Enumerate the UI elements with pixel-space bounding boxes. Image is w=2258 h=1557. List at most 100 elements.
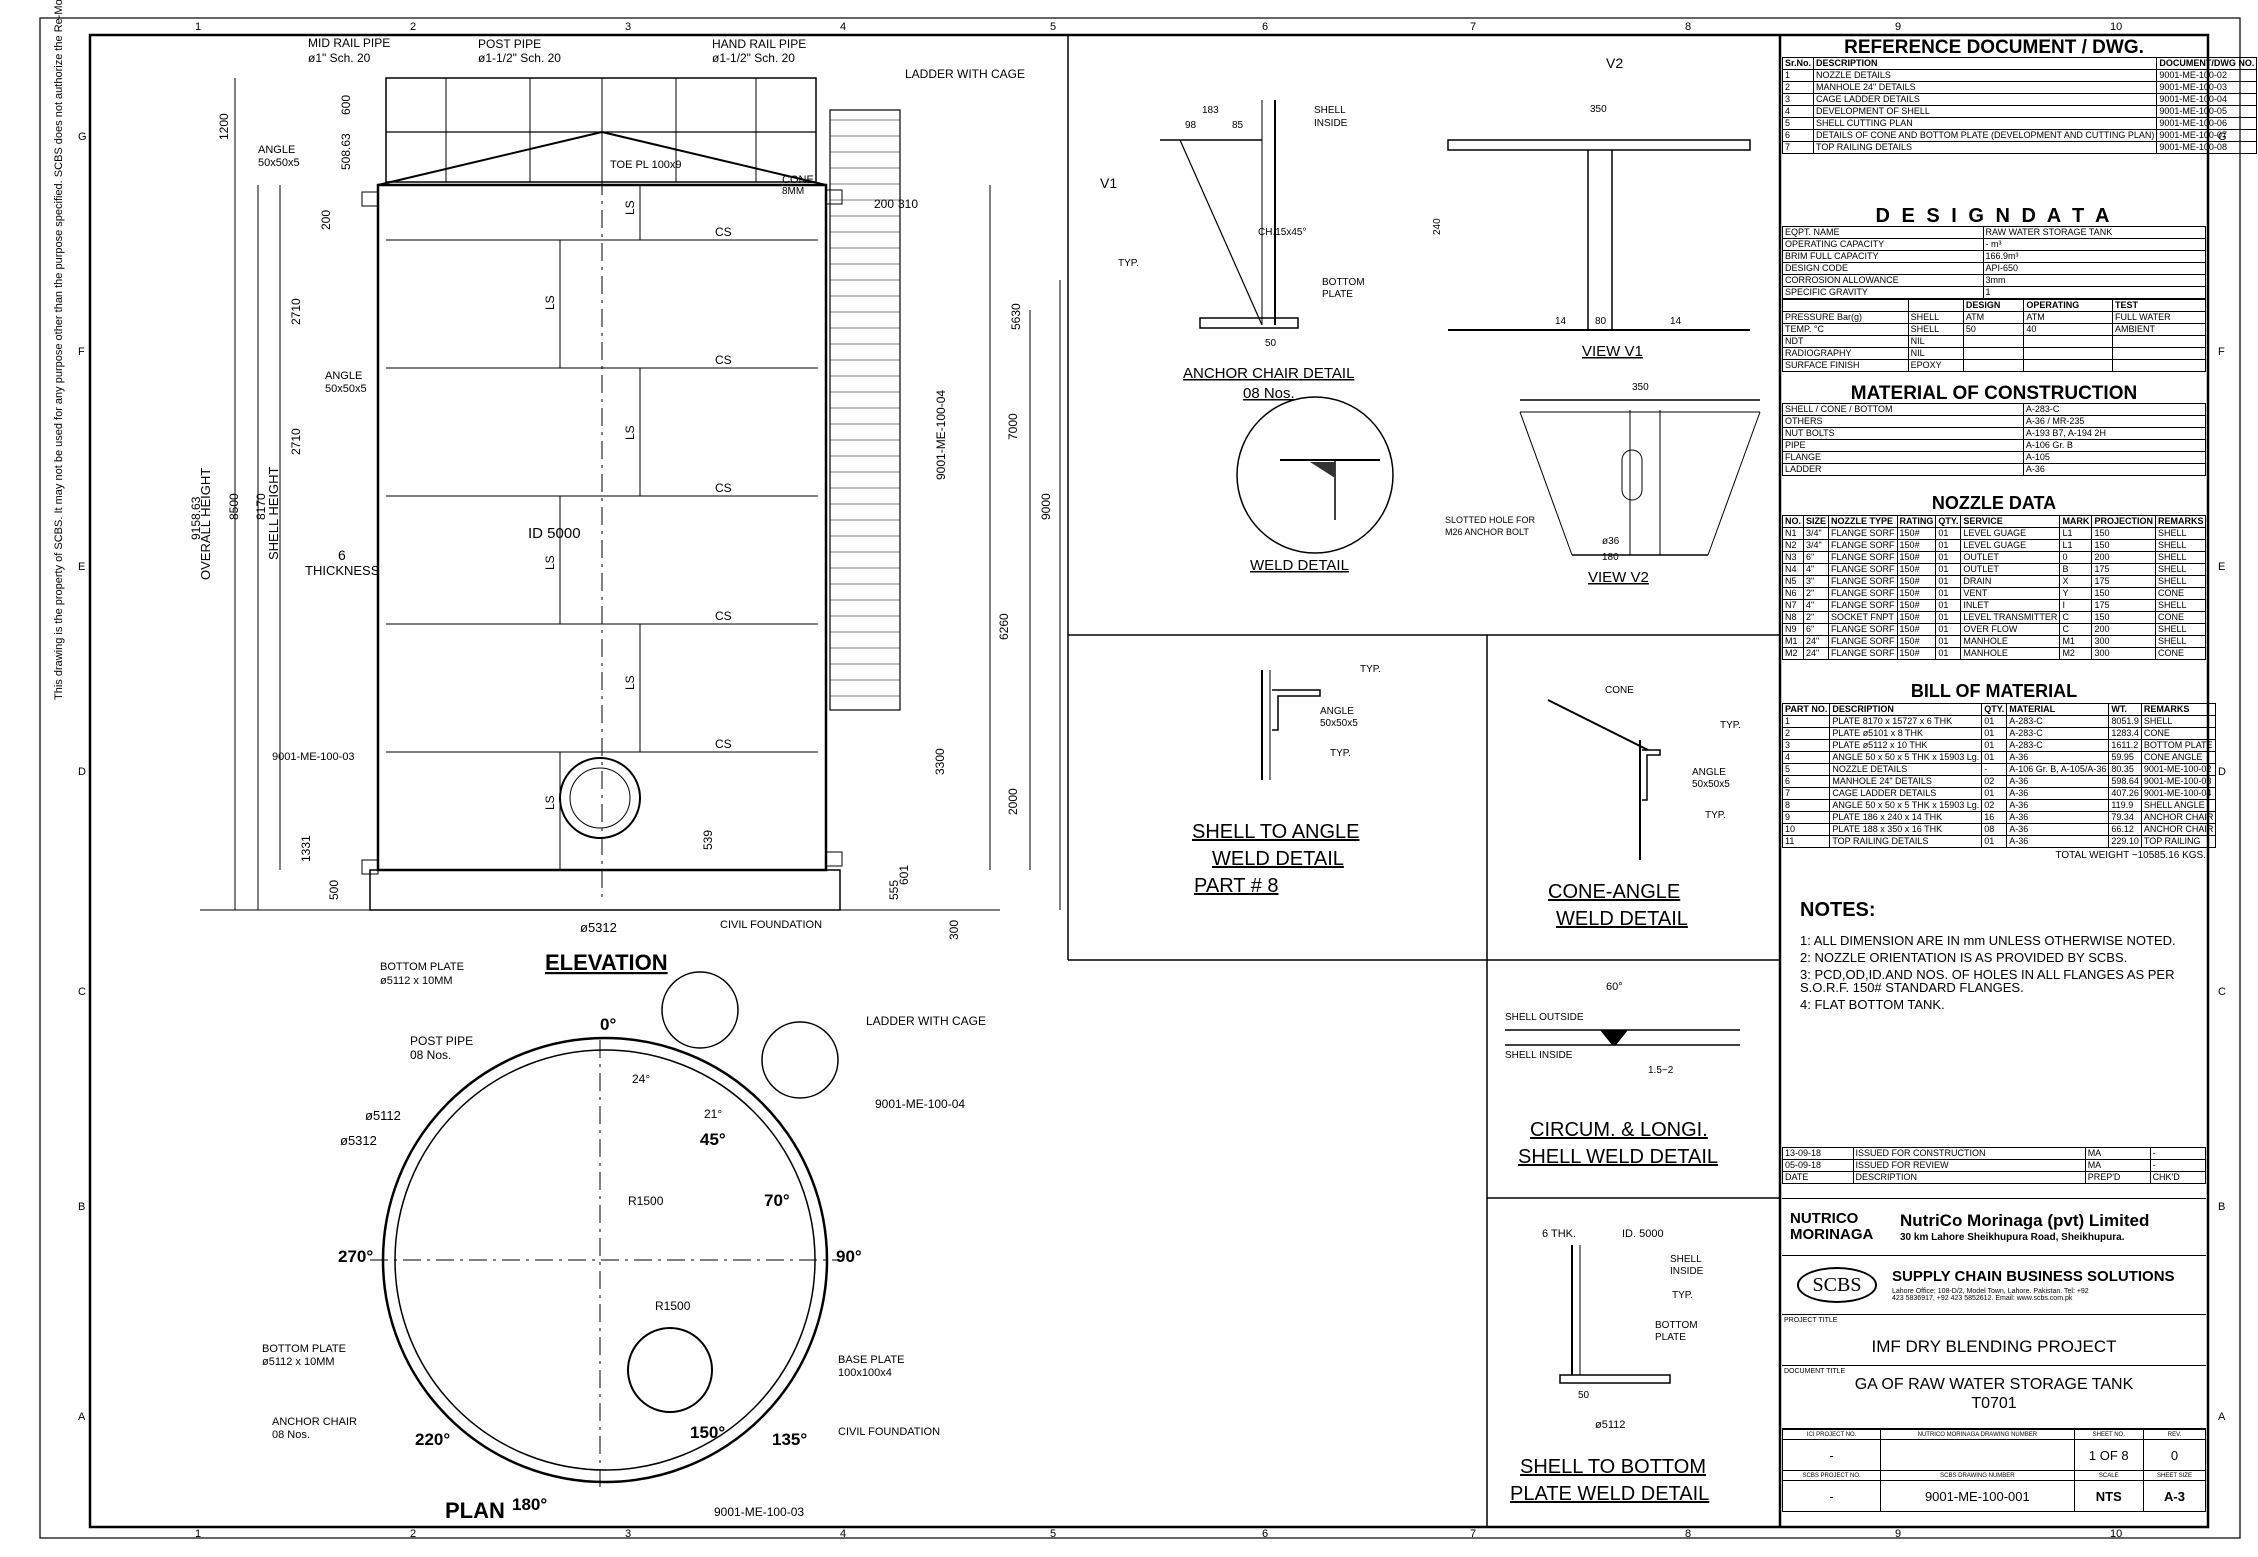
table-cell: 150 xyxy=(2091,611,2156,624)
course-seam-label: CS xyxy=(715,609,732,623)
table-cell: NO. xyxy=(1781,515,1805,528)
table-cell: 150# xyxy=(1896,539,1937,552)
design-title: D E S I G N D A T A xyxy=(1875,205,2113,227)
table-cell: 6 xyxy=(1781,129,1815,142)
table-cell: 1 OF 8 xyxy=(2073,1439,2144,1471)
table-cell: CONE xyxy=(2154,587,2207,600)
table-cell: SHELL xyxy=(2154,599,2207,612)
table-cell: LEVEL GUAGE xyxy=(1960,539,2061,552)
table-cell: NOZZLE DETAILS xyxy=(1813,69,2158,82)
table-cell: CHK'D xyxy=(2149,1171,2207,1184)
table-cell: N5 xyxy=(1781,575,1805,588)
table-cell: 150# xyxy=(1896,527,1937,540)
table-cell: - m³ xyxy=(1982,238,2207,251)
doc-title-1: GA OF RAW WATER STORAGE TANK xyxy=(1854,1376,2134,1393)
table-cell: 6 xyxy=(1781,775,1831,788)
course-seam-label: CS xyxy=(715,481,732,495)
table-cell: 9001-ME-100-001 xyxy=(1880,1480,2075,1512)
table-cell: A-36 xyxy=(2006,835,2110,848)
toe-plate-label: TOE PL 100x9 xyxy=(610,159,682,171)
elevation-dimension: 9158.63 xyxy=(189,496,203,540)
long-seam-label: LS xyxy=(623,675,637,690)
table-cell: 3 xyxy=(1781,93,1815,106)
table-cell: N8 xyxy=(1781,611,1805,624)
project-label: PROJECT TITLE xyxy=(1784,1317,1838,1324)
table-cell: A-3 xyxy=(2143,1480,2206,1512)
table-cell: NIL xyxy=(1907,347,1964,360)
elevation-title: ELEVATION xyxy=(545,950,668,975)
grid-row-right: C xyxy=(2218,986,2226,998)
plan-angle-label: 150° xyxy=(690,1423,725,1442)
table-cell: DETAILS OF CONE AND BOTTOM PLATE (DEVELO… xyxy=(1813,129,2158,142)
table-cell: SIZE xyxy=(1803,515,1830,528)
grid-row-right: D xyxy=(2218,766,2226,778)
table-cell: API-650 xyxy=(1982,262,2207,275)
elevation-dimension: 3300 xyxy=(933,748,947,775)
table-cell: MANHOLE 24" DETAILS xyxy=(1813,81,2158,94)
grid-col-top: 6 xyxy=(1262,21,1268,33)
table-cell: RADIOGRAPHY xyxy=(1782,347,1909,360)
grid-row-left: C xyxy=(78,986,86,998)
manhole-doc-ref: 9001-ME-100-03 xyxy=(272,751,355,763)
table-cell: 1611.2 xyxy=(2108,739,2142,752)
table-cell: FLANGE xyxy=(1782,451,2024,464)
table-cell: 02 xyxy=(1981,775,2008,788)
ladder-label: LADDER WITH CAGE xyxy=(905,67,1025,81)
sa-title2: WELD DETAIL xyxy=(1212,848,1344,870)
table-cell: 0 xyxy=(2059,551,2093,564)
table-cell xyxy=(2112,347,2206,360)
table-cell: SCBS DRAWING NUMBER xyxy=(1880,1470,2075,1481)
table-cell: ISSUED FOR REVIEW xyxy=(1852,1159,2086,1172)
table-cell: 200 xyxy=(2091,551,2156,564)
table-cell: N6 xyxy=(1781,587,1805,600)
table-cell: 3/4" xyxy=(1803,539,1830,552)
table-cell xyxy=(2023,359,2113,372)
table-cell: 01 xyxy=(1935,527,1962,540)
table-cell: NTS xyxy=(2073,1480,2144,1512)
grid-col-top: 5 xyxy=(1050,21,1056,33)
ac-typ: TYP. xyxy=(1118,258,1139,269)
table-row: ICI PROJECT NO.NUTRICO MORINAGA DRAWING … xyxy=(1781,1429,2206,1440)
view-v1-title: VIEW V1 xyxy=(1582,343,1643,360)
table-cell: 01 xyxy=(1935,611,1962,624)
table-cell: EQPT. NAME xyxy=(1782,226,1984,239)
cone-thk: 8MM xyxy=(782,186,804,197)
table-cell: 9001-ME-100-08 xyxy=(2156,141,2258,154)
table-cell: 01 xyxy=(1935,599,1962,612)
table-cell: 01 xyxy=(1981,727,2008,740)
notes-panel: NOTES: 1: ALL DIMENSION ARE IN mm UNLESS… xyxy=(1800,900,2200,1015)
table-cell: 24" xyxy=(1803,647,1830,660)
table-cell: NIL xyxy=(1907,335,1964,348)
table-cell: DESIGN CODE xyxy=(1782,262,1984,275)
table-cell: 01 xyxy=(1981,835,2008,848)
ca-angle: ANGLE xyxy=(1692,767,1726,778)
bottom-plate-size: ø5112 x 10MM xyxy=(380,975,453,987)
grid-col-top: 8 xyxy=(1685,21,1691,33)
view-v1: V2 350 240 80 14 14 VIEW V1 xyxy=(1432,55,1751,360)
table-cell: NOZZLE TYPE xyxy=(1828,515,1898,528)
table-cell: ICI PROJECT NO. xyxy=(1781,1429,1882,1440)
table-cell: PLATE 188 x 350 x 16 THK xyxy=(1829,823,1983,836)
table-cell: 8051.9 xyxy=(2108,715,2142,728)
grid-col-bottom: 7 xyxy=(1470,1528,1476,1540)
table-cell: 150# xyxy=(1896,587,1937,600)
table-cell: 7 xyxy=(1781,787,1831,800)
elevation-dimension: 9000 xyxy=(1039,493,1053,520)
table-cell: 4 xyxy=(1781,751,1831,764)
sb-typ: TYP. xyxy=(1672,1290,1693,1301)
note-item: 1: ALL DIMENSION ARE IN mm UNLESS OTHERW… xyxy=(1800,933,2176,948)
table-cell: SHELL CUTTING PLAN xyxy=(1813,117,2158,130)
table-cell: LEVEL TRANSMITTER xyxy=(1960,611,2061,624)
table-cell: DRAIN xyxy=(1960,575,2061,588)
table-cell: SHELL xyxy=(2154,563,2207,576)
sb-plate: PLATE xyxy=(1655,1332,1686,1343)
plan-angle-label: 45° xyxy=(700,1130,726,1149)
side-note: This drawing is the property of SCBS. It… xyxy=(53,0,65,700)
